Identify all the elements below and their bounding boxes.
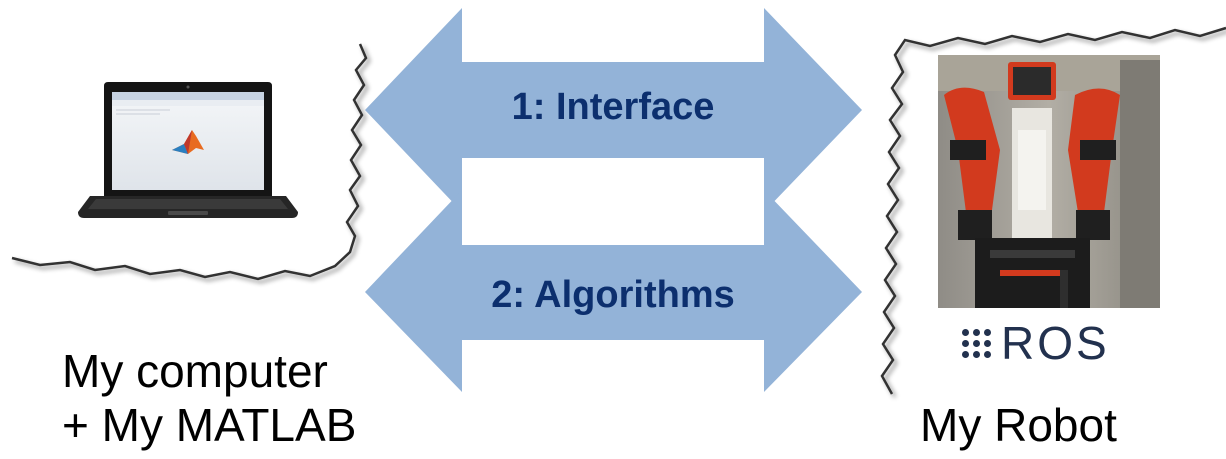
algorithms-arrow <box>365 190 862 392</box>
interface-label: 1: Interface <box>511 86 715 128</box>
interface-arrow <box>365 8 862 212</box>
torn-edge-left <box>11 43 368 281</box>
ros-logo: ROS <box>962 318 1110 368</box>
robot-caption: My Robot <box>920 399 1117 451</box>
ros-dots-icon <box>962 328 991 358</box>
matlab-caption: + My MATLAB <box>62 399 357 451</box>
robot-photo <box>938 55 1160 308</box>
ros-logo-text: ROS <box>1001 317 1110 369</box>
algorithms-label: 2: Algorithms <box>491 274 735 316</box>
torn-edge-right <box>880 26 1226 395</box>
matlab-logo-icon <box>172 130 204 154</box>
computer-caption: My computer <box>62 345 328 397</box>
laptop-icon <box>78 82 298 218</box>
